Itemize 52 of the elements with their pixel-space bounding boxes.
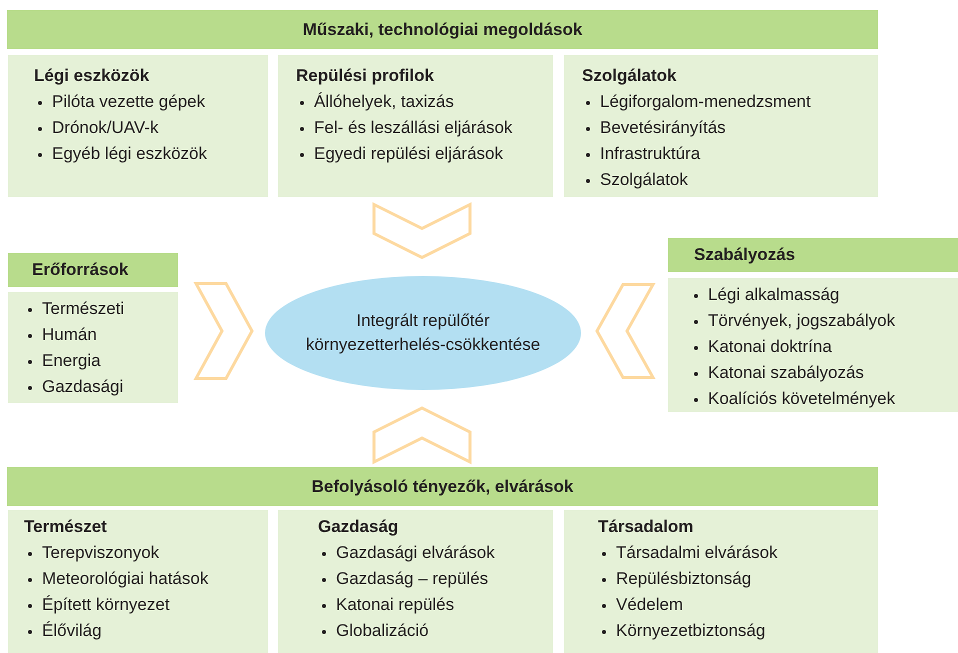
- category-panel: [8, 55, 268, 197]
- category-panel: [8, 510, 268, 653]
- list-item: Energia: [24, 348, 101, 374]
- list-item: Környezetbiztonság: [598, 618, 766, 644]
- category-panel: [564, 510, 878, 653]
- goal-text: Integrált repülőtér környezetterhelés-csökkentése: [304, 310, 542, 356]
- list-item: Terepviszonyok: [24, 540, 160, 566]
- category-title: Gazdaság: [318, 516, 398, 538]
- chevron-arrow: [193, 282, 254, 380]
- category-title: Légi eszközök: [34, 65, 150, 87]
- section-header: Befolyásoló tényezők, elvárások: [7, 467, 878, 506]
- list-item: Fel- és leszállási eljárások: [296, 115, 512, 141]
- list-item: Társadalmi elvárások: [598, 540, 778, 566]
- category-panel: [278, 510, 553, 653]
- list-item: Bevetésirányítás: [582, 115, 726, 141]
- list-item: Gazdasági: [24, 374, 124, 400]
- section-header: Erőforrások: [8, 253, 178, 287]
- section-header: Műszaki, technológiai megoldások: [7, 10, 878, 49]
- chevron-arrow: [595, 283, 656, 379]
- list-item: Állóhelyek, taxizás: [296, 89, 454, 115]
- list-item: Élővilág: [24, 618, 102, 644]
- category-panel: [564, 55, 878, 197]
- list-item: Törvények, jogszabályok: [690, 308, 896, 334]
- category-title: Társadalom: [598, 516, 694, 538]
- list-item: Infrastruktúra: [582, 141, 700, 167]
- list-item: Egyéb légi eszközök: [34, 141, 207, 167]
- list-item: Egyedi repülési eljárások: [296, 141, 503, 167]
- list-item: Humán: [24, 322, 97, 348]
- list-item: Katonai szabályozás: [690, 360, 864, 386]
- list-item: Katonai doktrína: [690, 334, 832, 360]
- list-item: Természeti: [24, 296, 124, 322]
- list-item: Meteorológiai hatások: [24, 566, 208, 592]
- category-panel: [278, 55, 553, 197]
- list-item: Légiforgalom-menedzsment: [582, 89, 811, 115]
- category-title: Repülési profilok: [296, 65, 434, 87]
- section-header: Szabályozás: [668, 238, 958, 272]
- category-title: Szolgálatok: [582, 65, 676, 87]
- list-item: Globalizáció: [318, 618, 429, 644]
- list-item: Pilóta vezette gépek: [34, 89, 206, 115]
- list-item: Védelem: [598, 592, 684, 618]
- list-item: Koalíciós követelmények: [690, 386, 896, 412]
- list-item: Gazdasági elvárások: [318, 540, 495, 566]
- list-item: Gazdaság – repülés: [318, 566, 488, 592]
- list-item: Drónok/UAV-k: [34, 115, 158, 141]
- list-item: Repülésbiztonság: [598, 566, 752, 592]
- chevron-arrow: [372, 406, 472, 464]
- list-item: Épített környezet: [24, 592, 170, 618]
- list-item: Légi alkalmasság: [690, 282, 840, 308]
- category-title: Természet: [24, 516, 107, 538]
- list-item: Katonai repülés: [318, 592, 454, 618]
- list-item: Szolgálatok: [582, 167, 688, 193]
- chevron-arrow: [372, 202, 472, 260]
